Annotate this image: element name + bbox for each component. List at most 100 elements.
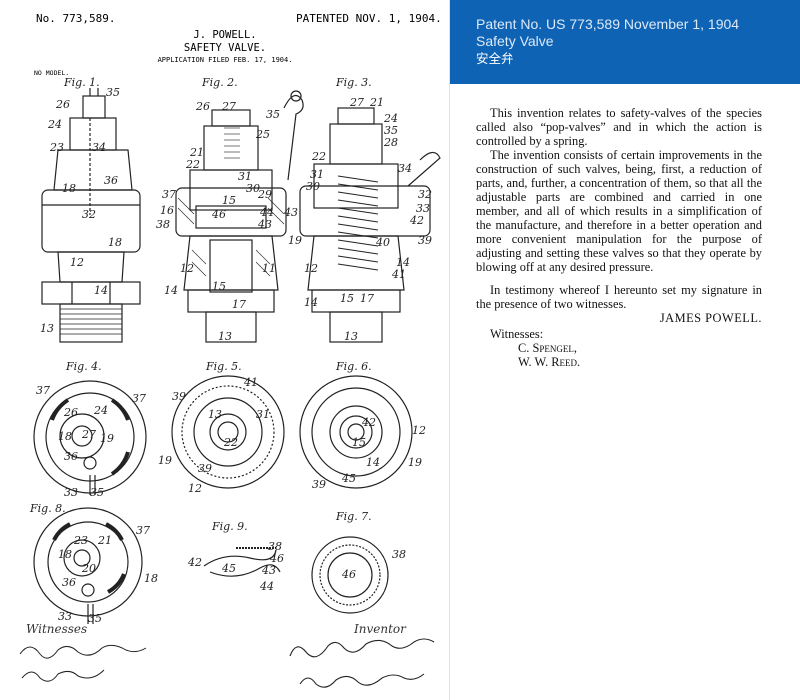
part-number: 12 xyxy=(180,262,194,275)
part-number: 14 xyxy=(304,296,318,309)
drawing-inventor-label: Inventor xyxy=(354,622,406,636)
part-number: 19 xyxy=(288,234,302,247)
part-number: 23 xyxy=(50,141,64,154)
part-number: 35 xyxy=(88,612,102,625)
part-number: 19 xyxy=(100,432,114,445)
patent-title-zh: 安全弁 xyxy=(476,52,514,66)
fig-9-label: Fig. 9. xyxy=(212,520,248,533)
part-number: 39 xyxy=(418,234,432,247)
part-number: 43 xyxy=(262,564,276,577)
part-number: 38 xyxy=(156,218,170,231)
part-number: 24 xyxy=(384,112,398,125)
part-number: 13 xyxy=(40,322,54,335)
part-number: 13 xyxy=(344,330,358,343)
patent-text-excerpt: This invention relates to safety-valves … xyxy=(476,106,762,369)
patent-info-header: Patent No. US 773,589 November 1, 1904 S… xyxy=(450,0,800,84)
part-number: 26 xyxy=(196,100,210,113)
witnesses-label: Witnesses: xyxy=(490,327,544,341)
part-number: 35 xyxy=(90,486,104,499)
fig-5-label: Fig. 5. xyxy=(206,360,242,373)
part-number: 23 xyxy=(74,534,88,547)
part-number: 41 xyxy=(392,268,406,281)
part-number: 12 xyxy=(70,256,84,269)
part-number: 17 xyxy=(360,292,374,305)
part-number: 45 xyxy=(342,472,356,485)
part-number: 34 xyxy=(398,162,412,175)
part-number: 37 xyxy=(162,188,176,201)
fig-4-top-view xyxy=(33,380,147,495)
part-number: 27 xyxy=(82,428,96,441)
fig-3-label: Fig. 3. xyxy=(336,76,372,89)
mechanical-drawings xyxy=(19,88,441,688)
part-number: 45 xyxy=(222,562,236,575)
part-number: 21 xyxy=(190,146,204,159)
part-number: 43 xyxy=(284,206,298,219)
part-number: 35 xyxy=(384,124,398,137)
part-number: 43 xyxy=(258,218,272,231)
part-number: 22 xyxy=(186,158,200,171)
fig-4-label: Fig. 4. xyxy=(66,360,102,373)
inventor-signature: JAMES POWELL. xyxy=(659,311,762,325)
part-number: 15 xyxy=(340,292,354,305)
drawing-witnesses-label: Witnesses xyxy=(26,622,88,636)
inventor-header: J. POWELL. xyxy=(193,29,257,41)
fig-2-section xyxy=(175,90,304,343)
part-number: 42 xyxy=(188,556,202,569)
part-number: 21 xyxy=(98,534,112,547)
part-number: 15 xyxy=(222,194,236,207)
patent-title-en: Safety Valve xyxy=(476,33,554,49)
part-number: 36 xyxy=(62,576,76,589)
part-number: 37 xyxy=(136,524,150,537)
part-number: 34 xyxy=(92,141,106,154)
part-number: 22 xyxy=(224,436,238,449)
paragraph-intro: This invention relates to safety-valves … xyxy=(476,106,762,148)
part-number: 41 xyxy=(244,376,258,389)
patent-drawing-sheet: No. 773,589. PATENTED NOV. 1, 1904. J. P… xyxy=(19,0,450,700)
part-number: 16 xyxy=(160,204,174,217)
part-number: 42 xyxy=(362,416,376,429)
part-number: 15 xyxy=(352,436,366,449)
fig-7-ring xyxy=(311,536,389,614)
part-number: 14 xyxy=(164,284,178,297)
fig-6-top-view xyxy=(299,375,413,489)
part-number: 22 xyxy=(312,150,326,163)
part-number: 13 xyxy=(208,408,222,421)
part-number: 21 xyxy=(370,96,384,109)
part-number: 25 xyxy=(256,128,270,141)
fig-2-label: Fig. 2. xyxy=(202,76,238,89)
part-number: 31 xyxy=(310,168,324,181)
part-number: 18 xyxy=(144,572,158,585)
part-number: 46 xyxy=(270,552,284,565)
part-number: 30 xyxy=(246,182,260,195)
part-number: 12 xyxy=(188,482,202,495)
part-number: 19 xyxy=(408,456,422,469)
part-number: 12 xyxy=(304,262,318,275)
part-number: 33 xyxy=(64,486,78,499)
part-number: 14 xyxy=(366,456,380,469)
application-filed: APPLICATION FILED FEB. 17, 1904. xyxy=(157,56,293,64)
part-number: 40 xyxy=(376,236,390,249)
part-number: 37 xyxy=(132,392,146,405)
part-number: 18 xyxy=(58,430,72,443)
paragraph-description: The invention consists of certain improv… xyxy=(476,148,762,274)
no-model-note: NO MODEL. xyxy=(34,69,70,77)
part-number: 38 xyxy=(268,540,282,553)
part-number: 33 xyxy=(416,202,430,215)
part-number: 33 xyxy=(58,610,72,623)
part-number: 20 xyxy=(82,562,96,575)
fig-6-label: Fig. 6. xyxy=(336,360,372,373)
part-number: 42 xyxy=(410,214,424,227)
invention-title: SAFETY VALVE. xyxy=(183,42,267,54)
part-number: 32 xyxy=(82,208,96,221)
part-number: 11 xyxy=(262,262,276,275)
part-number: 36 xyxy=(64,450,78,463)
part-number: 28 xyxy=(384,136,398,149)
part-number: 46 xyxy=(212,208,226,221)
part-number: 38 xyxy=(392,548,406,561)
fig-1-label: Fig. 1. xyxy=(64,76,100,89)
patented-date: PATENTED NOV. 1, 1904. xyxy=(296,12,442,25)
part-number: 30 xyxy=(306,180,320,193)
part-number: 26 xyxy=(56,98,70,111)
part-number: 35 xyxy=(266,108,280,121)
part-number: 46 xyxy=(342,568,356,581)
